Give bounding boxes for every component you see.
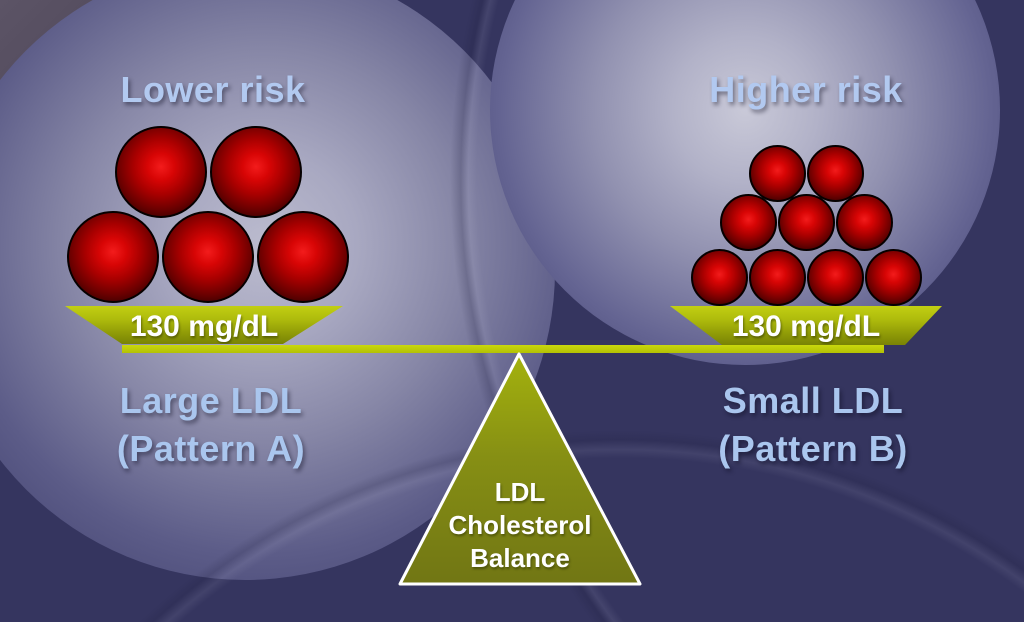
large-ldl-line2: (Pattern A): [116, 428, 306, 469]
ldl-sphere-large: [162, 211, 254, 303]
fulcrum-caption: LDL Cholesterol Balance: [397, 476, 643, 575]
fulcrum-caption-line3: Balance: [470, 543, 570, 573]
balance-beam: [122, 345, 884, 353]
large-ldl-label: Large LDL (Pattern A): [36, 377, 386, 473]
ldl-sphere-small: [719, 193, 777, 251]
ldl-sphere-large: [67, 211, 159, 303]
large-ldl-line1: Large LDL: [119, 380, 303, 421]
small-ldl-line2: (Pattern B): [718, 428, 908, 469]
fulcrum-triangle: [398, 352, 642, 586]
fulcrum-caption-line2: Cholesterol: [448, 510, 592, 540]
ldl-sphere-small: [806, 248, 864, 306]
ldl-sphere-small: [806, 144, 864, 202]
ldl-sphere-small: [748, 144, 806, 202]
right-amount-label: 130 mg/dL: [731, 310, 881, 343]
left-amount-label: 130 mg/dL: [129, 310, 279, 343]
ldl-sphere-small: [835, 193, 893, 251]
right-platform: 130 mg/dL: [670, 306, 942, 345]
ldl-sphere-small: [864, 248, 922, 306]
small-ldl-label: Small LDL (Pattern B): [638, 377, 988, 473]
fulcrum-caption-line1: LDL: [494, 477, 546, 507]
ldl-sphere-small: [777, 193, 835, 251]
ldl-sphere-large: [257, 211, 349, 303]
left-platform: 130 mg/dL: [65, 306, 343, 344]
ldl-sphere-small: [690, 248, 748, 306]
higher-risk-label: Higher risk: [709, 69, 903, 110]
lower-risk-label: Lower risk: [120, 69, 306, 110]
ldl-sphere-large: [114, 126, 207, 218]
ldl-sphere-small: [748, 248, 806, 306]
ldl-sphere-large: [209, 126, 302, 218]
small-ldl-line1: Small LDL: [722, 380, 904, 421]
